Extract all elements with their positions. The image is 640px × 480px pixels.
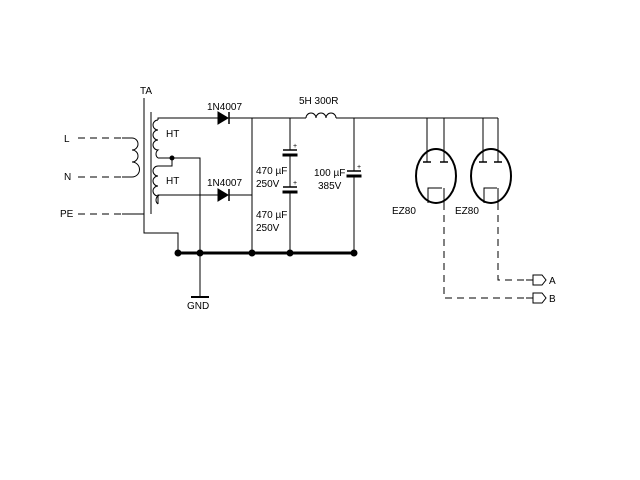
- filter-cap-plate-b: [346, 174, 362, 178]
- output-b-wire: [443, 203, 526, 299]
- tube-left-cathode: [427, 187, 442, 194]
- filter-cap-voltage: 385V: [318, 181, 342, 192]
- filter-cap-plus: +: [357, 164, 361, 171]
- cap-lower-voltage: 250V: [256, 223, 280, 234]
- tube-right-cathode: [483, 187, 497, 194]
- diode-upper-symbol: [217, 111, 229, 125]
- cap-upper-value: 470 µF: [256, 166, 287, 177]
- cap-upper-plate-b: [282, 153, 298, 157]
- primary-winding: [131, 137, 140, 178]
- output-b-label: B: [549, 294, 556, 305]
- secondary-bottom-lead: [157, 194, 218, 204]
- choke-symbol: [305, 112, 337, 119]
- diode-upper-label: 1N4007: [207, 102, 242, 113]
- choke-label: 5H 300R: [299, 96, 338, 107]
- tube-left-envelope: [415, 148, 457, 204]
- ground-junction-5: [350, 249, 358, 257]
- cap-upper-voltage: 250V: [256, 179, 280, 190]
- ground-junction-1: [174, 249, 182, 257]
- tube-right-envelope: [470, 148, 512, 204]
- earth-terminal-label: PE: [60, 209, 74, 220]
- ht-upper-label: HT: [166, 129, 179, 140]
- secondary-center-tap: [158, 157, 201, 297]
- cap-lower-plate-b: [282, 190, 298, 194]
- filter-cap-value: 100 µF: [314, 168, 345, 179]
- output-b-connector: [532, 292, 547, 304]
- diode-lower-label: 1N4007: [207, 178, 242, 189]
- ground-junction-3: [248, 249, 256, 257]
- output-a-label: A: [549, 276, 556, 287]
- secondary-top-lead: [157, 117, 218, 120]
- secondary-winding-lower: [152, 165, 160, 205]
- center-tap-link: [158, 158, 173, 167]
- ground-label: GND: [187, 301, 209, 312]
- ground-junction-4: [286, 249, 294, 257]
- output-a-connector: [532, 274, 547, 286]
- diode-lower-symbol: [217, 188, 229, 202]
- cap-lower-plus: +: [293, 180, 297, 187]
- secondary-winding-upper: [152, 119, 160, 159]
- cap-upper-plus: +: [293, 143, 297, 150]
- cap-lower-value: 470 µF: [256, 210, 287, 221]
- tube-left-label: EZ80: [392, 206, 416, 217]
- neutral-terminal-label: N: [64, 172, 71, 183]
- ground-junction-2: [196, 249, 204, 257]
- line-terminal-label: L: [64, 134, 70, 145]
- tube-right-label: EZ80: [455, 206, 479, 217]
- ht-lower-label: HT: [166, 176, 179, 187]
- output-a-wire: [497, 203, 526, 281]
- earth-to-ground-wire: [143, 98, 179, 253]
- transformer-label: TA: [140, 86, 152, 97]
